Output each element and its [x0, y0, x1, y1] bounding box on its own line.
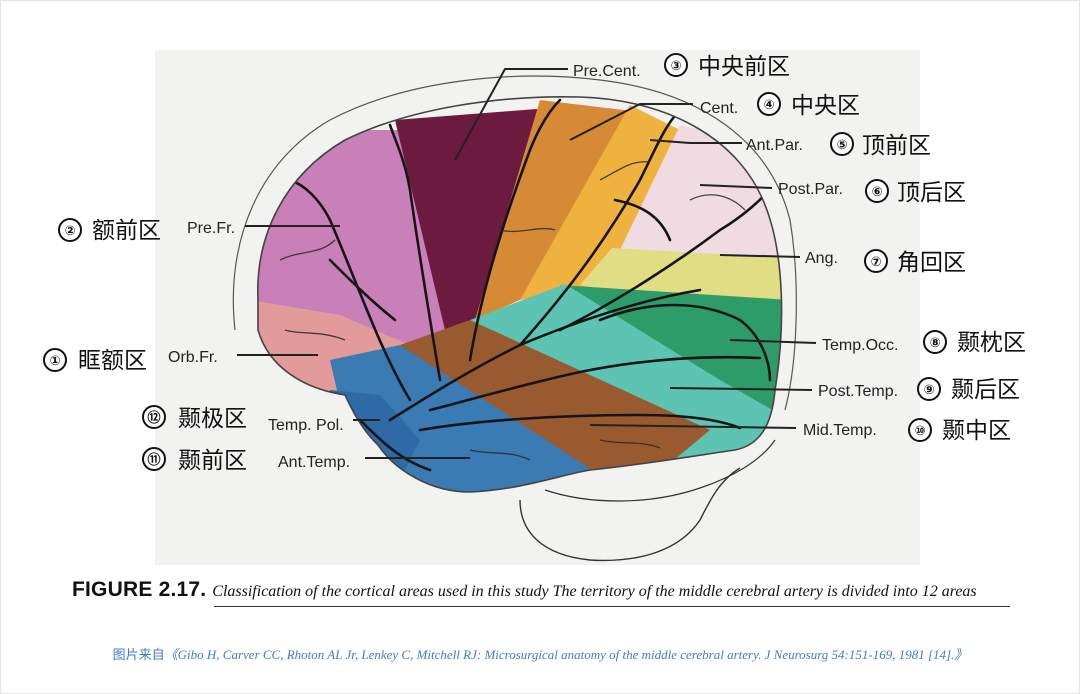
image-source: 图片来自《Gibo H, Carver CC, Rhoton AL Jr, Le… — [0, 644, 1080, 663]
artery-branches — [288, 98, 772, 472]
number-11: ⑪ — [147, 452, 160, 468]
name-temp-pol: 颞极区 — [178, 406, 247, 432]
region-central — [475, 100, 640, 320]
number-6: ⑥ — [871, 185, 882, 200]
skull-outline — [232, 75, 797, 411]
name-temp-occ: 颞枕区 — [957, 330, 1026, 356]
name-post-temp: 颞后区 — [951, 377, 1020, 403]
brain-outline — [257, 96, 783, 493]
number-badge — [917, 377, 941, 401]
number-badge — [908, 418, 932, 442]
label-temp-pol: Temp. Pol. — [268, 417, 344, 434]
number-7: ⑦ — [870, 255, 881, 270]
number-badge — [664, 53, 688, 77]
caption-title: FIGURE 2.17. — [72, 578, 207, 601]
label-mid-temp: Mid.Temp. — [803, 422, 877, 439]
caption-text: Classification of the cortical areas use… — [212, 583, 977, 600]
number-9: ⑨ — [923, 383, 934, 398]
label-ant-temp: Ant.Temp. — [278, 454, 350, 471]
label-post-temp: Post.Temp. — [818, 383, 898, 400]
label-ant-par: Ant.Par. — [746, 137, 803, 154]
number-badge — [142, 447, 166, 471]
number-badge — [865, 179, 889, 203]
number-8: ⑧ — [929, 336, 940, 351]
number-badge — [757, 92, 781, 116]
number-3: ③ — [670, 59, 681, 74]
number-badge — [58, 218, 82, 242]
leader-lines — [237, 68, 817, 459]
label-ang: Ang. — [805, 250, 838, 267]
name-pre-fr: 额前区 — [92, 218, 161, 244]
name-ant-par: 顶前区 — [862, 133, 931, 159]
label-cent: Cent. — [700, 100, 738, 117]
source-prefix: 图片来自 — [112, 648, 165, 663]
region-pre-central — [395, 108, 550, 330]
label-temp-occ: Temp.Occ. — [822, 337, 898, 354]
name-ang: 角回区 — [897, 250, 966, 276]
number-badge — [864, 249, 888, 273]
number-4: ④ — [763, 98, 774, 113]
number-1: ① — [49, 354, 60, 369]
source-reference: 《Gibo H, Carver CC, Rhoton AL Jr, Lenkey… — [164, 647, 968, 662]
label-pre-fr: Pre.Fr. — [187, 220, 235, 237]
label-post-par: Post.Par. — [778, 181, 843, 198]
region-labels: Pre.Cent. ③ 中央前区 Cent. ④ 中央区 Ant.Par. ⑤ … — [43, 53, 1026, 474]
label-pre-cent: Pre.Cent. — [573, 63, 641, 80]
number-badge — [923, 330, 947, 354]
name-post-par: 顶后区 — [897, 180, 966, 206]
name-pre-cent: 中央前区 — [698, 54, 790, 80]
name-ant-temp: 颞前区 — [178, 448, 247, 474]
figure-caption: FIGURE 2.17. Classification of the cortic… — [72, 578, 1012, 602]
cerebellum-line — [544, 439, 776, 502]
label-orb-fr: Orb.Fr. — [168, 349, 218, 366]
region-middle-temporal — [400, 320, 710, 480]
cerebellum-outline — [519, 467, 741, 562]
number-2: ② — [64, 224, 75, 239]
number-10: ⑩ — [914, 424, 925, 439]
name-orb-fr: 眶额区 — [78, 348, 147, 374]
caption-underline — [214, 606, 1010, 607]
cortical-areas — [257, 96, 782, 493]
number-12: ⑫ — [147, 410, 160, 426]
name-cent: 中央区 — [791, 93, 860, 119]
region-posterior-temporal — [470, 284, 782, 470]
name-mid-temp: 颞中区 — [942, 418, 1011, 444]
region-anterior-parietal — [520, 105, 690, 300]
number-badge — [43, 348, 67, 372]
number-badge — [830, 132, 854, 156]
number-5: ⑤ — [836, 138, 847, 153]
number-badge — [142, 405, 166, 429]
